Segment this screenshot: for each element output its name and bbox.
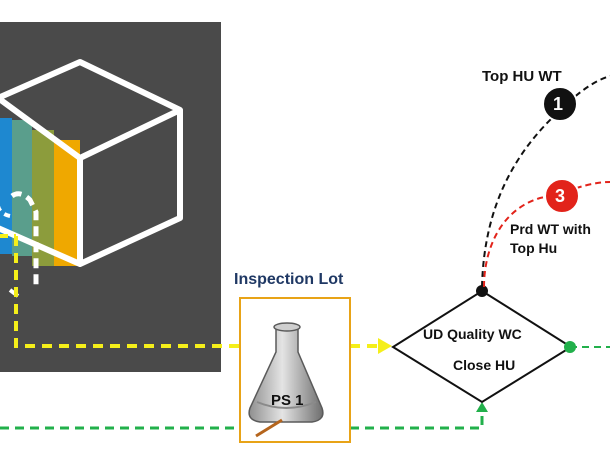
green-flow-line xyxy=(350,412,484,430)
badge-3-icon xyxy=(544,178,580,214)
badge-3-label-line1: Prd WT with xyxy=(510,221,591,237)
badge-3-number: 3 xyxy=(555,186,566,206)
flask-label: PS 1 xyxy=(271,392,304,409)
inspection-lot-title: Inspection Lot xyxy=(234,271,344,288)
yellow-flow-line xyxy=(14,236,240,348)
yellow-arrowhead xyxy=(378,338,392,354)
cube-stripe xyxy=(12,120,32,256)
decision-label-line1: UD Quality WC xyxy=(423,326,522,342)
cube-icon xyxy=(0,59,183,298)
diamond-right-connector xyxy=(564,341,576,353)
diamond-top-connector xyxy=(476,285,488,297)
cube-stripe xyxy=(54,140,80,266)
badge-1-number: 1 xyxy=(553,94,564,114)
cube-stripe xyxy=(0,118,12,254)
badge-1-label: Top HU WT xyxy=(482,68,562,85)
black-flow-line xyxy=(481,75,610,288)
decision-label-line2: Close HU xyxy=(453,357,516,373)
green-arrowhead xyxy=(476,402,488,412)
badge-1-icon xyxy=(542,86,578,122)
decision-diamond-icon xyxy=(391,289,573,404)
badge-3-label-line2: Top Hu xyxy=(510,240,558,256)
flask-icon xyxy=(248,322,324,438)
